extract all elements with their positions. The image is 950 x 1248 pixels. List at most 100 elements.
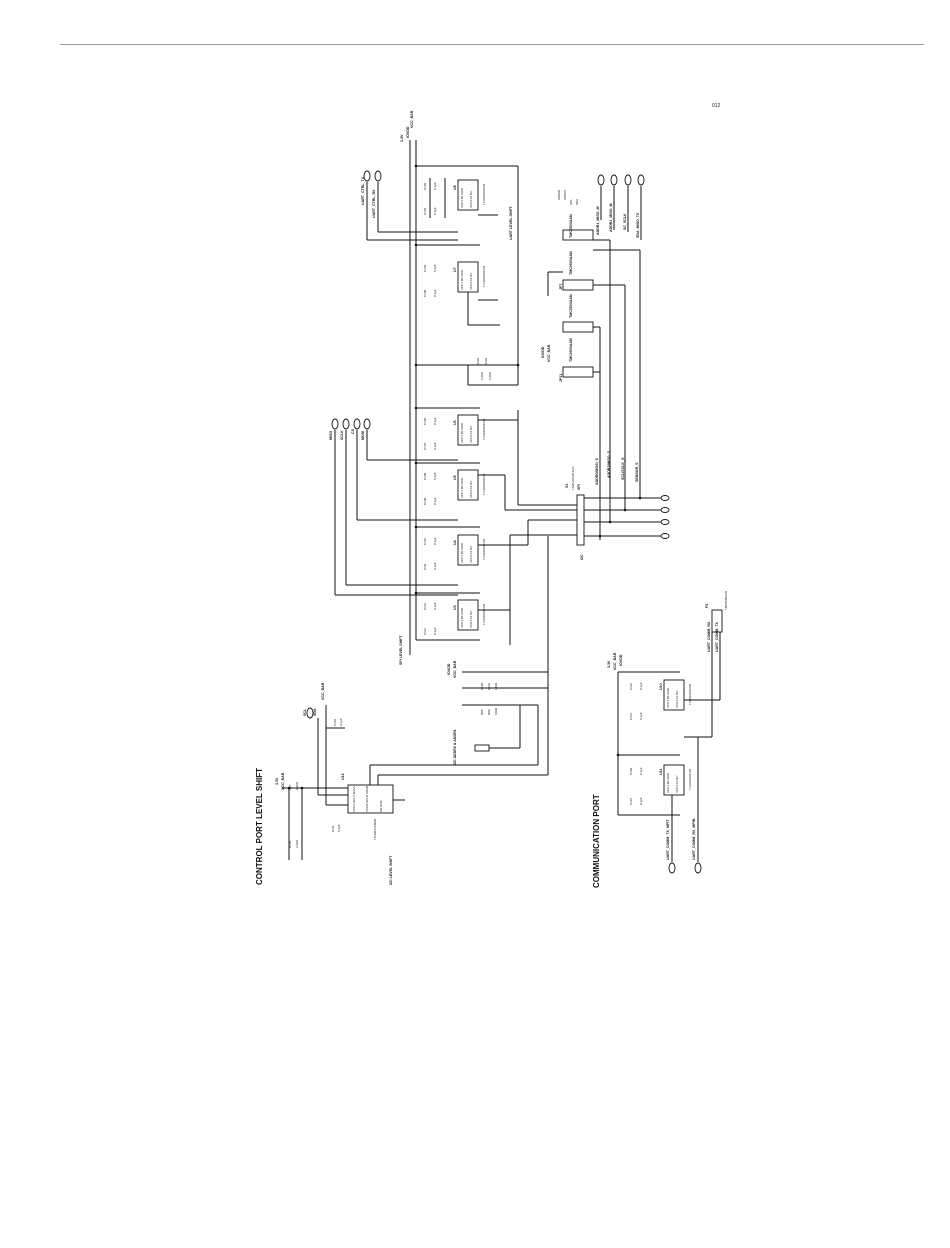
svg-text:VCC2 A1 NC: VCC2 A1 NC	[469, 272, 473, 290]
svg-text:0.1µF: 0.1µF	[639, 712, 643, 720]
svg-text:TCA9517DGKR: TCA9517DGKR	[373, 818, 377, 840]
svg-text:I2C: I2C	[580, 554, 584, 560]
svg-text:U3: U3	[453, 605, 457, 610]
svg-text:VCC1 B1 GND: VCC1 B1 GND	[460, 477, 464, 498]
spi-level-shift-u3: VCC1 B1 GND VCC2 A1 NC U3 TXU0102DCUR C1…	[399, 599, 486, 665]
svg-text:C102: C102	[423, 182, 427, 190]
spi-level-shift-u6: VCC1 B1 GND VCC2 A1 NC U6 TXU0102DCUR C1…	[423, 414, 486, 450]
svg-text:0.1µF: 0.1µF	[433, 264, 437, 272]
uart-level-shift-u7: VCC1 B1 GND VCC2 A1 NC U7 TXU0102DCUR C1…	[423, 261, 500, 326]
svg-text:2.2kΩ: 2.2kΩ	[295, 839, 299, 848]
svg-text:MISO: MISO	[329, 431, 333, 440]
uart-ctrl-nets: UART_CTRL_TX UART_CTRL_RX	[361, 170, 458, 241]
svg-text:TMC0500AAN: TMC0500AAN	[724, 591, 728, 610]
svg-text:UART LEVEL SHIFT: UART LEVEL SHIFT	[509, 205, 513, 240]
svg-text:ADDR0: ADDR0	[557, 189, 561, 200]
svg-text:VCC2 A1 NC: VCC2 A1 NC	[469, 425, 473, 443]
svg-text:C103: C103	[423, 207, 427, 215]
svg-text:C112: C112	[423, 603, 427, 610]
svg-text:C113: C113	[423, 628, 427, 635]
svg-text:VCC_BAR: VCC_BAR	[453, 660, 457, 678]
control-port-title: CONTROL PORT LEVEL SHIFT	[255, 768, 264, 885]
svg-text:UART_COMM_RX: UART_COMM_RX	[707, 621, 711, 652]
spi-level-shift-u5: VCC1 B1 GND VCC2 A1 NC U5 TXU0102DCUR C1…	[423, 469, 486, 505]
svg-text:VCC_BAR: VCC_BAR	[321, 682, 325, 700]
svg-text:VCC2 A1 NC: VCC2 A1 NC	[469, 480, 473, 498]
svg-text:ADDR1: ADDR1	[563, 189, 567, 200]
svg-text:C112: C112	[629, 683, 633, 690]
svg-text:C107: C107	[423, 442, 427, 450]
svg-text:0.1µF: 0.1µF	[433, 472, 437, 480]
svg-text:U6: U6	[453, 420, 457, 425]
svg-text:2.2kΩ: 2.2kΩ	[295, 781, 299, 790]
svg-text:TXU0102DCUR: TXU0102DCUR	[482, 538, 486, 560]
svg-text:C107: C107	[629, 797, 633, 805]
svg-text:U4: U4	[453, 540, 457, 545]
svg-text:SCL: SCL	[569, 199, 573, 205]
svg-text:C110: C110	[333, 719, 337, 726]
svg-text:0.1µF: 0.1µF	[433, 497, 437, 505]
uart-resistors: R102 R103 2.2kΩ 2.2kΩ	[467, 357, 518, 386]
svg-text:VCC_BAR: VCC_BAR	[613, 652, 617, 670]
svg-text:C104: C104	[423, 264, 427, 272]
svg-text:3.3V: 3.3V	[400, 134, 404, 142]
svg-text:0.1µF: 0.1µF	[433, 537, 437, 545]
svg-text:0.1µF: 0.1µF	[337, 824, 341, 832]
svg-text:TXU0102DCUR: TXU0102DCUR	[482, 418, 486, 440]
svg-text:SPI: SPI	[577, 484, 581, 490]
svg-text:UART_COMM_TX: UART_COMM_TX	[715, 621, 719, 652]
svg-text:R104: R104	[288, 840, 292, 848]
svg-text:VCC_BAR: VCC_BAR	[281, 772, 285, 790]
svg-text:VCC2 A1 NC: VCC2 A1 NC	[469, 190, 473, 208]
svg-text:0.1µF: 0.1µF	[639, 767, 643, 775]
svg-text:C106: C106	[629, 767, 633, 775]
svg-text:0.1µF: 0.1µF	[433, 442, 437, 450]
control-port-i2c: 3.3V VCC_BAR R97 R104 2.2kΩ 2.2kΩ VCCA S…	[275, 682, 548, 885]
svg-text:0.1µF: 0.1µF	[433, 602, 437, 610]
svg-text:MOSI: MOSI	[361, 431, 365, 440]
svg-text:VCCB SCLB SDAB: VCCB SCLB SDAB	[365, 786, 369, 812]
svg-text:SCLK: SCLK	[340, 430, 344, 440]
svg-text:EN GND: EN GND	[379, 799, 383, 812]
svg-text:UART_CTRL_TX: UART_CTRL_TX	[361, 176, 365, 205]
svg-text:SPI LEVEL SHIFT: SPI LEVEL SHIFT	[399, 635, 403, 665]
svg-text:TMC0500AAN: TMC0500AAN	[569, 294, 573, 318]
power-rails: 3.3V VCC_BAR IOVDD	[400, 110, 519, 655]
svg-text:U7: U7	[453, 267, 457, 272]
svg-text:U12: U12	[341, 773, 345, 780]
svg-text:TXU0102DCUR: TXU0102DCUR	[482, 473, 486, 495]
svg-text:SDA: SDA	[313, 708, 317, 716]
svg-text:U11: U11	[659, 769, 663, 775]
svg-text:IOVDD: IOVDD	[447, 663, 451, 675]
svg-text:3.3V: 3.3V	[607, 660, 611, 668]
svg-text:TMC0500AAN: TMC0500AAN	[569, 251, 573, 275]
svg-text:2.2kΩ: 2.2kΩ	[480, 371, 484, 380]
svg-text:SCL: SCL	[303, 708, 307, 716]
spi-level-shift-u4: VCC1 B1 GND VCC2 A1 NC U4 TXU0102DCUR C1…	[423, 534, 486, 570]
svg-text:VCC1 B1 GND: VCC1 B1 GND	[460, 542, 464, 563]
svg-text:10kΩ: 10kΩ	[494, 707, 498, 715]
svg-text:TXU0102DCUR: TXU0102DCUR	[482, 265, 486, 287]
uart-level-shift-u8: VCC1 B1 GND VCC2 A1 NC U8 TXU0102DCUR C1…	[423, 178, 513, 240]
header-s1: S1 TSW-106-08-G-D SPI I2C ADDR0/MOSI	[478, 410, 670, 645]
svg-text:0.1µF: 0.1µF	[433, 627, 437, 635]
svg-text:VCC1 B1 GND: VCC1 B1 GND	[460, 187, 464, 208]
svg-text:VCC1 B1 GND: VCC1 B1 GND	[666, 687, 670, 708]
svg-text:ADDR1/MISO_S: ADDR1/MISO_S	[607, 450, 611, 478]
svg-text:C109: C109	[423, 497, 427, 505]
svg-text:0.1µF: 0.1µF	[433, 417, 437, 425]
svg-text:R97: R97	[288, 784, 292, 790]
svg-text:TMC0500AAN: TMC0500AAN	[569, 338, 573, 362]
svg-text:2.2kΩ: 2.2kΩ	[488, 371, 492, 380]
top-right-connectors: ADDR1_MISO_M ADDR1_MISO_M SC_SCLK SDA_MI…	[557, 174, 645, 240]
svg-text:10kΩ: 10kΩ	[494, 682, 498, 690]
svg-text:UART_COMM_RX_MPIN: UART_COMM_RX_MPIN	[692, 818, 696, 860]
svg-text:0.1µF: 0.1µF	[433, 182, 437, 190]
svg-text:JP7: JP7	[559, 284, 563, 290]
svg-text:P2: P2	[705, 604, 709, 608]
svg-text:IOVDD: IOVDD	[619, 654, 623, 666]
svg-text:0.1µF: 0.1µF	[339, 718, 343, 726]
header-rule	[60, 44, 924, 45]
svg-text:TXU0102DCUR: TXU0102DCUR	[688, 768, 692, 790]
svg-text:SCL/SCLK_S: SCL/SCLK_S	[621, 457, 625, 480]
